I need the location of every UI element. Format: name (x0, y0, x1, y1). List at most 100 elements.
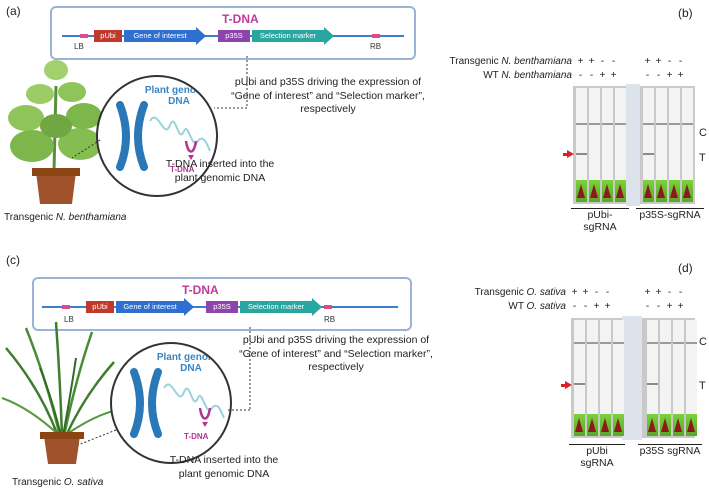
sign: + (666, 301, 673, 312)
sign: + (582, 287, 589, 298)
flow-arrow (644, 184, 652, 198)
flow-arrow (687, 418, 695, 432)
row1-prefix-d: Transgenic (474, 287, 527, 298)
panel-b-label: (b) (678, 6, 693, 20)
flow-arrow (601, 418, 609, 432)
sign: - (667, 287, 672, 298)
circle-tdna-label: T-DNA (170, 165, 195, 174)
segment-selection-marker-c: Selection marker (240, 301, 312, 313)
flow-arrow (590, 184, 598, 198)
signs-row1-d: ++-- (569, 287, 613, 298)
row1-species-b: N. benthamiana (501, 56, 572, 67)
sign: - (583, 301, 588, 312)
lb-marker (80, 34, 88, 38)
insert-text-a: T-DNA inserted into the plant genomic DN… (165, 158, 275, 184)
panel-c-label: (c) (6, 253, 20, 267)
lateral-flow-strip (669, 88, 680, 202)
genome-circle-a: Plant genomic DNA T-DNA (96, 75, 218, 197)
chromosome-icon-c (130, 368, 162, 438)
plant-genomic-dna-label-c: Plant genomic DNA (156, 352, 226, 374)
caption-a-prefix: Transgenic (4, 212, 56, 223)
flow-arrow (614, 418, 622, 432)
test-line (574, 383, 585, 385)
marker-arrowhead-c (312, 298, 322, 316)
sign: + (588, 56, 595, 67)
control-line (589, 123, 600, 125)
sign: - (678, 287, 683, 298)
segment-gene-of-interest: Gene of interest (124, 30, 196, 42)
caption-c: Transgenic O. sativa (12, 477, 103, 488)
sign: + (644, 56, 651, 67)
segment-p35s: p35S (218, 30, 250, 42)
row2-prefix-d: WT (508, 301, 527, 312)
sign: - (645, 70, 650, 81)
lateral-flow-strip (682, 88, 693, 202)
rice-plant-illustration (1, 321, 119, 464)
segment-gene-of-interest-c: Gene of interest (116, 301, 184, 313)
control-line (647, 342, 658, 344)
tdna-construct-box-a: T-DNA pUbi Gene of interest p35S Selecti… (50, 6, 416, 60)
lateral-flow-strip (686, 320, 697, 436)
callout-lines-a (71, 56, 248, 159)
insert-text-c: T-DNA inserted into the plant genomic DN… (169, 454, 279, 480)
control-line (660, 342, 671, 344)
lateral-flow-strip (576, 88, 587, 202)
dna-strand-icon-c (163, 383, 225, 427)
flow-arrow (588, 418, 596, 432)
segment-p35s-c: p35S (206, 301, 238, 313)
signs-row2-d: --++ (569, 301, 613, 312)
flow-arrow (661, 418, 669, 432)
sign: + (677, 70, 684, 81)
group1-label-b: pUbi-sgRNA (571, 208, 629, 233)
group2-label-d: p35S sgRNA (638, 444, 702, 457)
rb-label: RB (370, 42, 382, 51)
lateral-flow-strip (613, 320, 624, 436)
lb-label-c: LB (64, 315, 74, 324)
control-line (615, 123, 626, 125)
lateral-flow-strip (587, 320, 598, 436)
flow-arrow (683, 184, 691, 198)
sign: + (666, 70, 673, 81)
row1-label-b: Transgenic N. benthamiana (400, 56, 572, 67)
group1-label-d: pUbi sgRNA (569, 444, 625, 469)
control-line (686, 342, 697, 344)
c-label-d: C (699, 336, 707, 348)
flow-arrow (575, 418, 583, 432)
caption-c-prefix: Transgenic (12, 477, 64, 488)
test-line (643, 153, 654, 155)
t-label-b: T (699, 152, 706, 164)
test-line (576, 153, 587, 155)
t-label-d: T (699, 380, 706, 392)
description-a: pUbi and p35S driving the expression of … (231, 76, 425, 115)
sign: + (644, 287, 651, 298)
benthamiana-plant-illustration (8, 60, 102, 204)
control-line (669, 123, 680, 125)
test-line (647, 383, 658, 385)
lb-label: LB (74, 42, 84, 51)
signs-row2-b2: --++ (642, 70, 686, 81)
flow-arrow (603, 184, 611, 198)
segment-selection-marker: Selection marker (252, 30, 324, 42)
sign: - (578, 70, 583, 81)
sign: - (600, 56, 605, 67)
control-line (682, 123, 693, 125)
genome-circle-c: Plant genomic DNA T-DNA (110, 342, 232, 464)
sign: + (655, 56, 662, 67)
t-line-arrow-d (561, 381, 572, 389)
sign: + (610, 70, 617, 81)
panel-d-label: (d) (678, 261, 693, 275)
sign: - (656, 301, 661, 312)
row1-label-d: Transgenic O. sativa (400, 287, 566, 298)
flow-arrow (577, 184, 585, 198)
sign: + (593, 301, 600, 312)
sign: + (677, 301, 684, 312)
rb-marker-c (324, 305, 332, 309)
control-line (602, 123, 613, 125)
signs-row1-b: ++-- (575, 56, 619, 67)
control-line (613, 342, 624, 344)
lateral-flow-strip (602, 88, 613, 202)
c-label-b: C (699, 127, 707, 139)
caption-a-species: N. benthamiana (55, 212, 127, 223)
gene-arrowhead-c (184, 298, 194, 316)
lateral-flow-strip (589, 88, 600, 202)
